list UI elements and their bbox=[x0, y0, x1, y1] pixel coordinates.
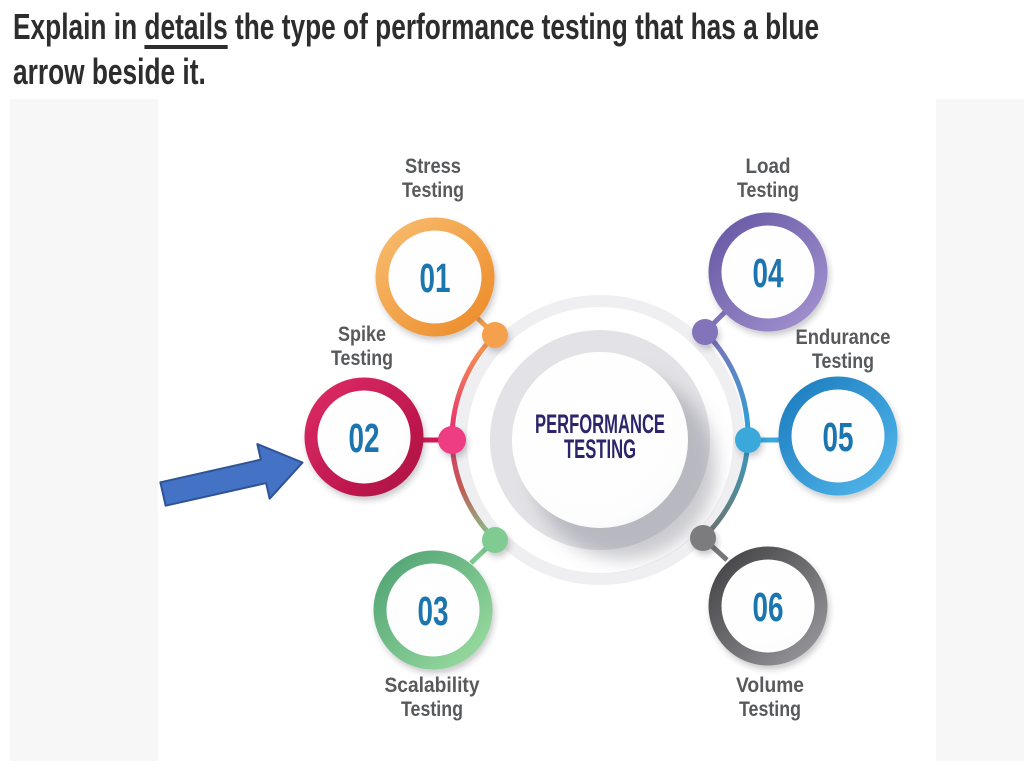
label-volume-line2: Testing bbox=[739, 698, 801, 721]
node-number-05: 05 bbox=[823, 414, 854, 460]
connector-dot-06 bbox=[690, 525, 716, 551]
ring-01 bbox=[375, 217, 495, 337]
question-line-2: arrow beside it. bbox=[13, 51, 206, 92]
ring-04 bbox=[708, 212, 828, 332]
node-scalability-testing: 03 bbox=[373, 550, 493, 670]
center-circle bbox=[512, 352, 688, 528]
label-stress-line1: Stress bbox=[405, 155, 461, 178]
question-text: Explain in details the type of performan… bbox=[13, 4, 819, 94]
center-title-line2: TESTING bbox=[564, 434, 636, 464]
infographic-image: PERFORMANCE TESTING 01 02 03 04 05 06 S bbox=[0, 97, 1024, 773]
question-line-1: Explain in details the type of performan… bbox=[13, 4, 819, 49]
label-scalability-line2: Testing bbox=[401, 698, 463, 721]
question-part: Explain in bbox=[13, 6, 145, 47]
ring-05 bbox=[778, 376, 898, 496]
ring-03 bbox=[373, 550, 493, 670]
connector-dot-01 bbox=[482, 322, 508, 348]
center-title-line1: PERFORMANCE bbox=[535, 409, 665, 439]
node-spike-testing: 02 bbox=[304, 377, 424, 497]
label-load-line1: Load bbox=[746, 155, 791, 178]
label-endurance-line1: Endurance bbox=[796, 326, 891, 349]
ring-02 bbox=[304, 377, 424, 497]
connector-dot-03 bbox=[482, 527, 508, 553]
node-stress-testing: 01 bbox=[375, 217, 495, 337]
node-number-01: 01 bbox=[420, 255, 451, 301]
label-stress-line2: Testing bbox=[402, 179, 464, 202]
blue-arrow bbox=[159, 443, 304, 507]
node-number-04: 04 bbox=[753, 250, 784, 296]
node-load-testing: 04 bbox=[708, 212, 828, 332]
label-endurance-line2: Testing bbox=[812, 350, 874, 373]
question-underlined-word: details bbox=[144, 6, 228, 47]
connector-dot-05 bbox=[735, 427, 761, 453]
node-endurance-testing: 05 bbox=[778, 376, 898, 496]
label-load-line2: Testing bbox=[737, 179, 799, 202]
node-number-03: 03 bbox=[418, 588, 449, 634]
center-hub: PERFORMANCE TESTING bbox=[455, 295, 745, 585]
performance-testing-infographic: PERFORMANCE TESTING 01 02 03 04 05 06 S bbox=[10, 99, 1024, 761]
label-volume-line1: Volume bbox=[736, 674, 804, 697]
label-scalability-line1: Scalability bbox=[385, 674, 480, 697]
question-part: the type of performance testing that has… bbox=[227, 6, 820, 47]
ring-06 bbox=[708, 546, 828, 666]
node-number-06: 06 bbox=[753, 584, 784, 630]
connector-dot-04 bbox=[692, 319, 718, 345]
label-spike-line2: Testing bbox=[331, 347, 393, 370]
label-spike-line1: Spike bbox=[338, 323, 386, 346]
connector-dot-02 bbox=[438, 426, 466, 454]
node-number-02: 02 bbox=[349, 415, 380, 461]
node-volume-testing: 06 bbox=[708, 546, 828, 666]
